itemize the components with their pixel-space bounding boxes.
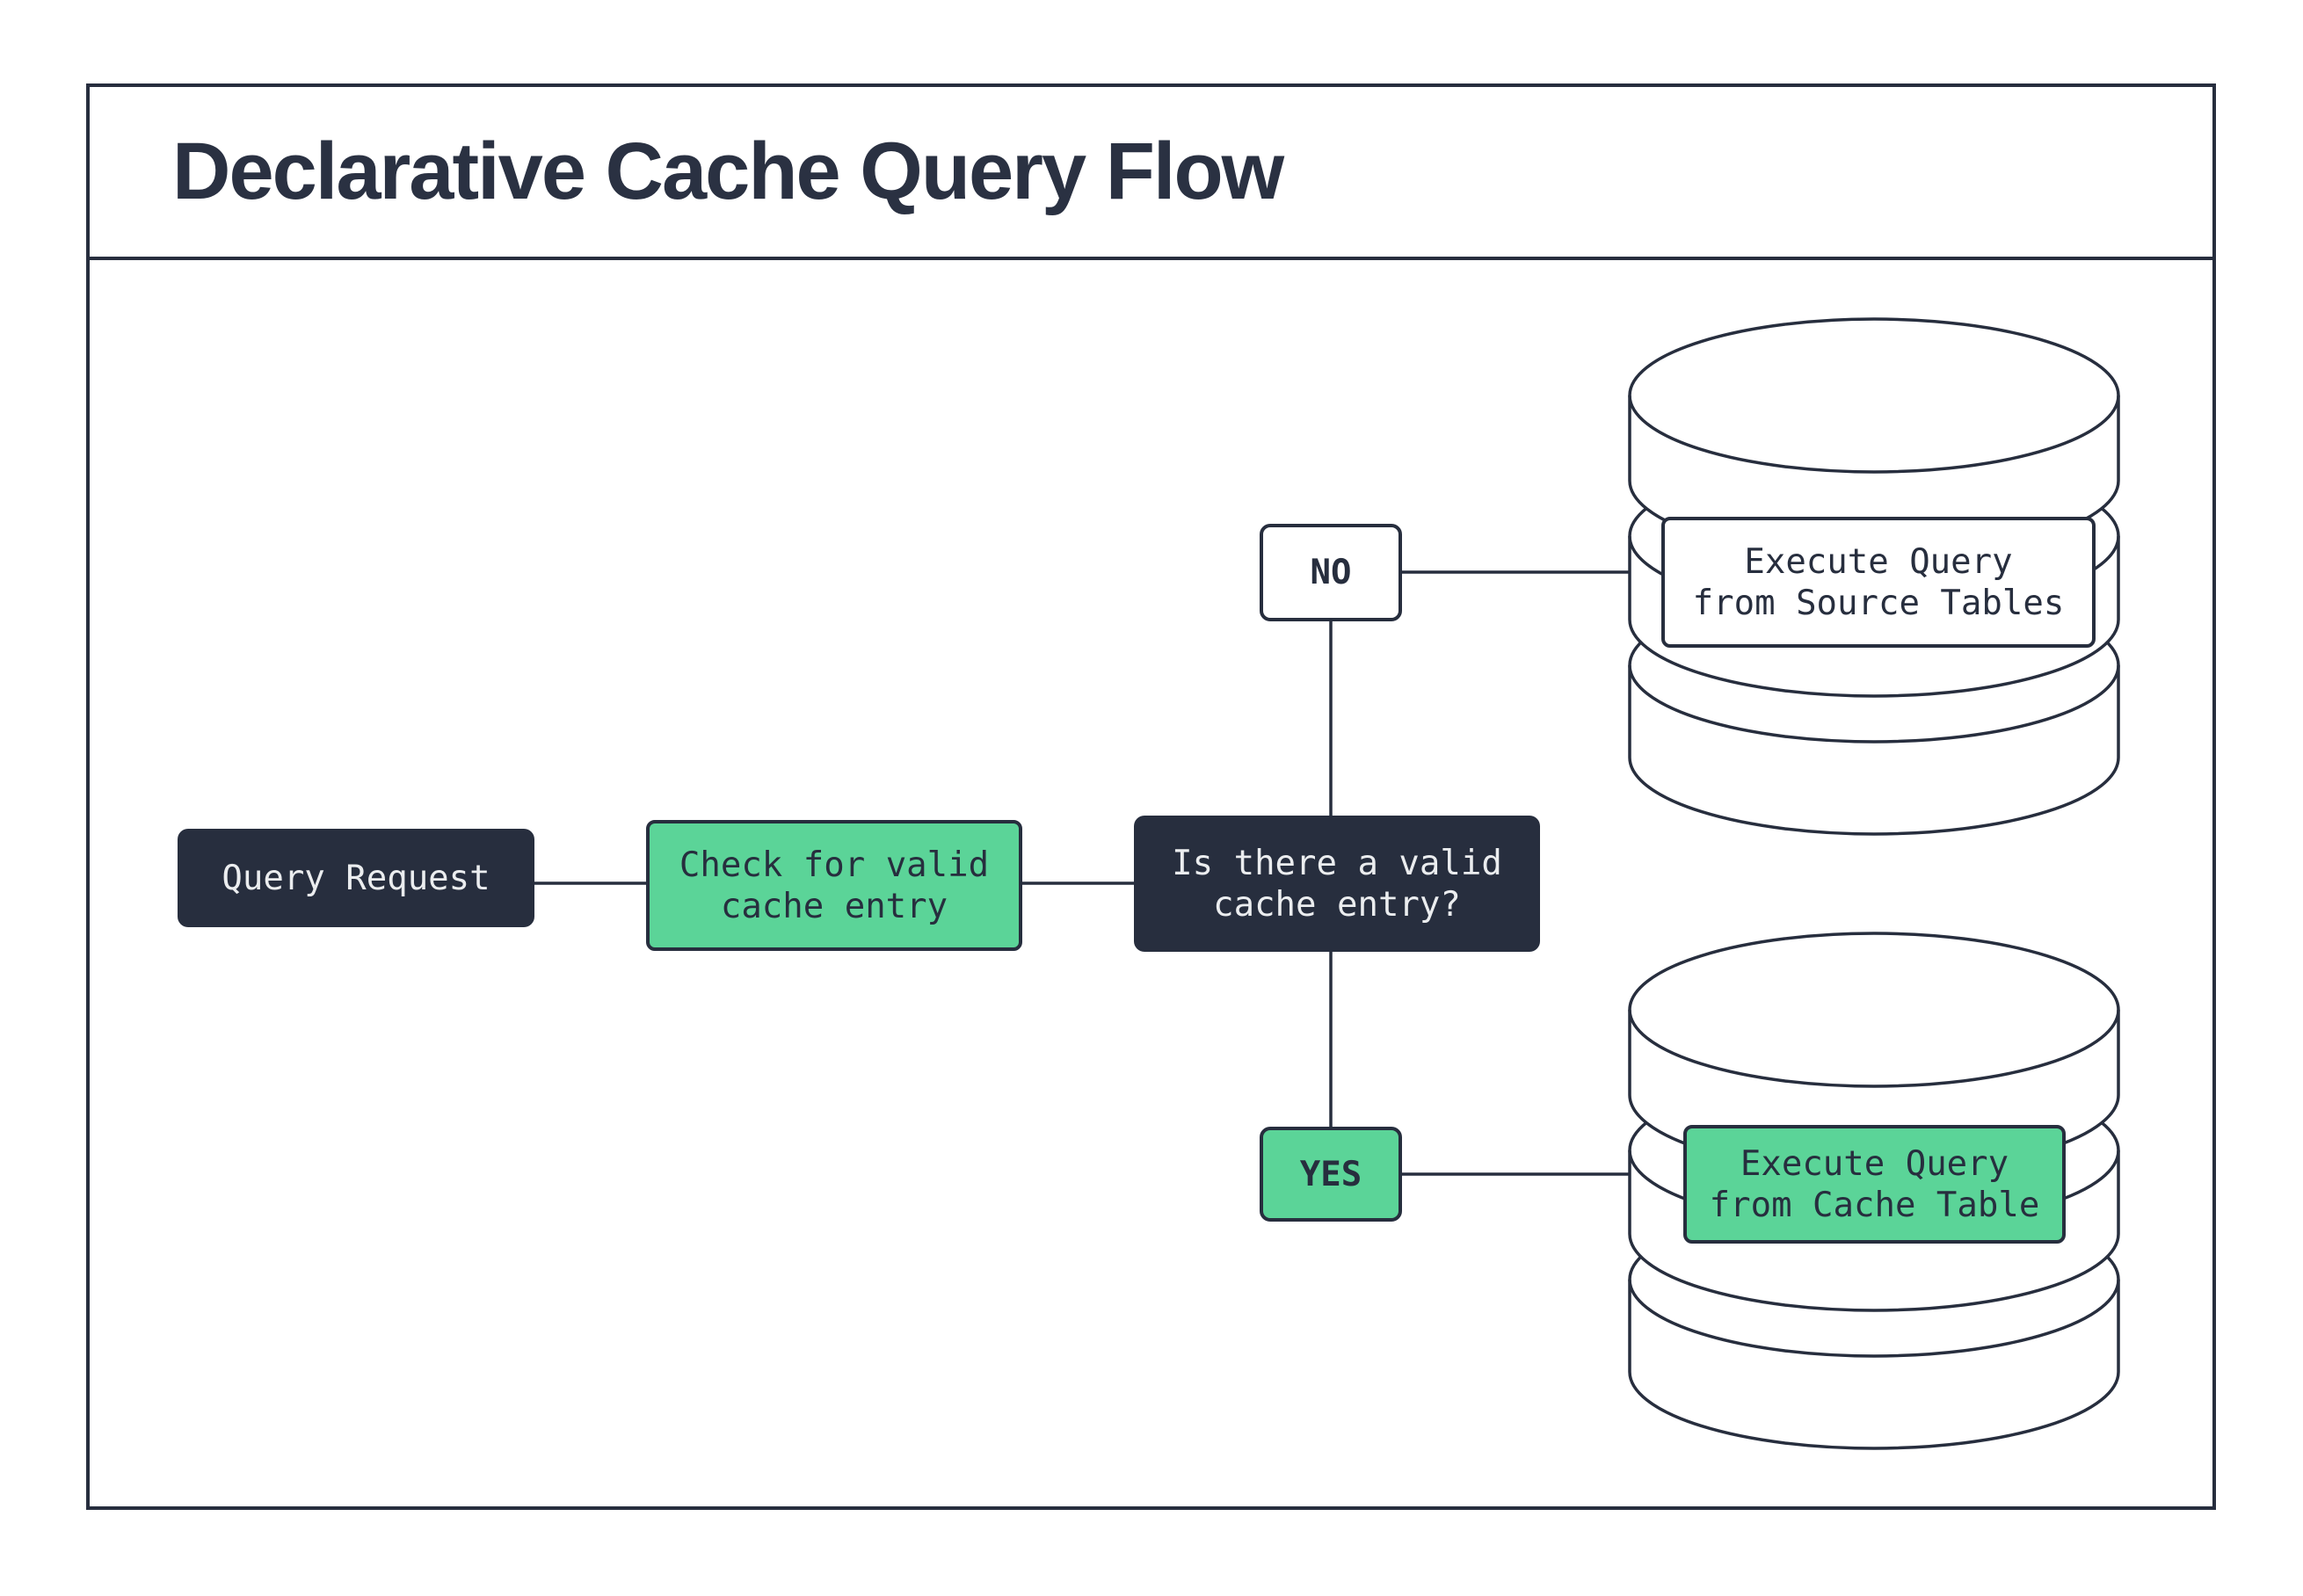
- edge-label-no: NO: [1260, 524, 1402, 621]
- node-query-request: Query Request: [178, 829, 534, 927]
- node-execute-source: Execute Query from Source Tables: [1661, 517, 2096, 648]
- edge-label-yes: YES: [1260, 1127, 1402, 1222]
- node-cache-question: Is there a valid cache entry?: [1134, 816, 1540, 952]
- node-execute-cache: Execute Query from Cache Table: [1683, 1125, 2066, 1244]
- node-check-cache: Check for valid cache entry: [646, 820, 1022, 951]
- title-bar: Declarative Cache Query Flow: [90, 87, 2212, 260]
- diagram-title: Declarative Cache Query Flow: [172, 127, 1284, 216]
